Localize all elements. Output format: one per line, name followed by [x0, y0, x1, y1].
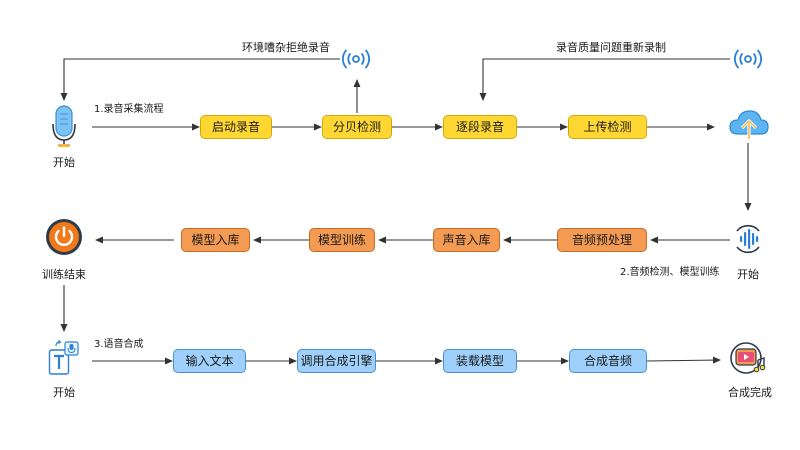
- training-end-label: 训练结束: [42, 268, 86, 281]
- node-input-text: 输入文本: [173, 349, 246, 373]
- node-voice-storage: 声音入库: [433, 228, 500, 252]
- power-icon: [45, 218, 83, 256]
- node-start-recording: 启动录音: [200, 115, 272, 139]
- audio-wave-icon: [731, 222, 765, 256]
- microphone-icon: [50, 104, 78, 148]
- radio-signal-icon: [734, 47, 762, 71]
- node-model-storage: 模型入库: [181, 228, 250, 252]
- node-segment-recording: 逐段录音: [443, 115, 517, 139]
- row2-section-label: 2.音频检测、模型训练: [620, 267, 720, 278]
- node-audio-preprocess: 音频预处理: [557, 228, 647, 252]
- row3-start-label: 开始: [53, 386, 75, 399]
- node-model-training: 模型训练: [309, 228, 375, 252]
- quality-rerecord-label: 录音质量问题重新录制: [556, 41, 666, 54]
- arrow-noise-reject-feedback: [60, 58, 340, 101]
- arrow-quality-rerecord-feedback: [479, 58, 730, 101]
- media-play-icon: [728, 340, 770, 376]
- node-upload-detection: 上传检测: [568, 115, 647, 139]
- arrow-synth-to-complete: [646, 356, 721, 364]
- row3-section-label: 3.语音合成: [94, 339, 144, 350]
- row1-start-label: 开始: [53, 156, 75, 169]
- node-decibel-detection: 分贝检测: [322, 115, 392, 139]
- text-to-speech-icon: [48, 340, 80, 376]
- row1-section-label: 1.录音采集流程: [94, 104, 164, 115]
- noise-reject-label: 环境嘈杂拒绝录音: [242, 41, 330, 54]
- radio-signal-icon: [342, 47, 370, 71]
- node-call-synthesis-engine: 调用合成引擎: [297, 349, 376, 373]
- cloud-upload-icon: [728, 108, 770, 142]
- node-load-model: 装载模型: [443, 349, 517, 373]
- synthesis-complete-label: 合成完成: [728, 386, 772, 399]
- node-synthesize-audio: 合成音频: [569, 349, 647, 373]
- row2-start-label: 开始: [737, 268, 759, 281]
